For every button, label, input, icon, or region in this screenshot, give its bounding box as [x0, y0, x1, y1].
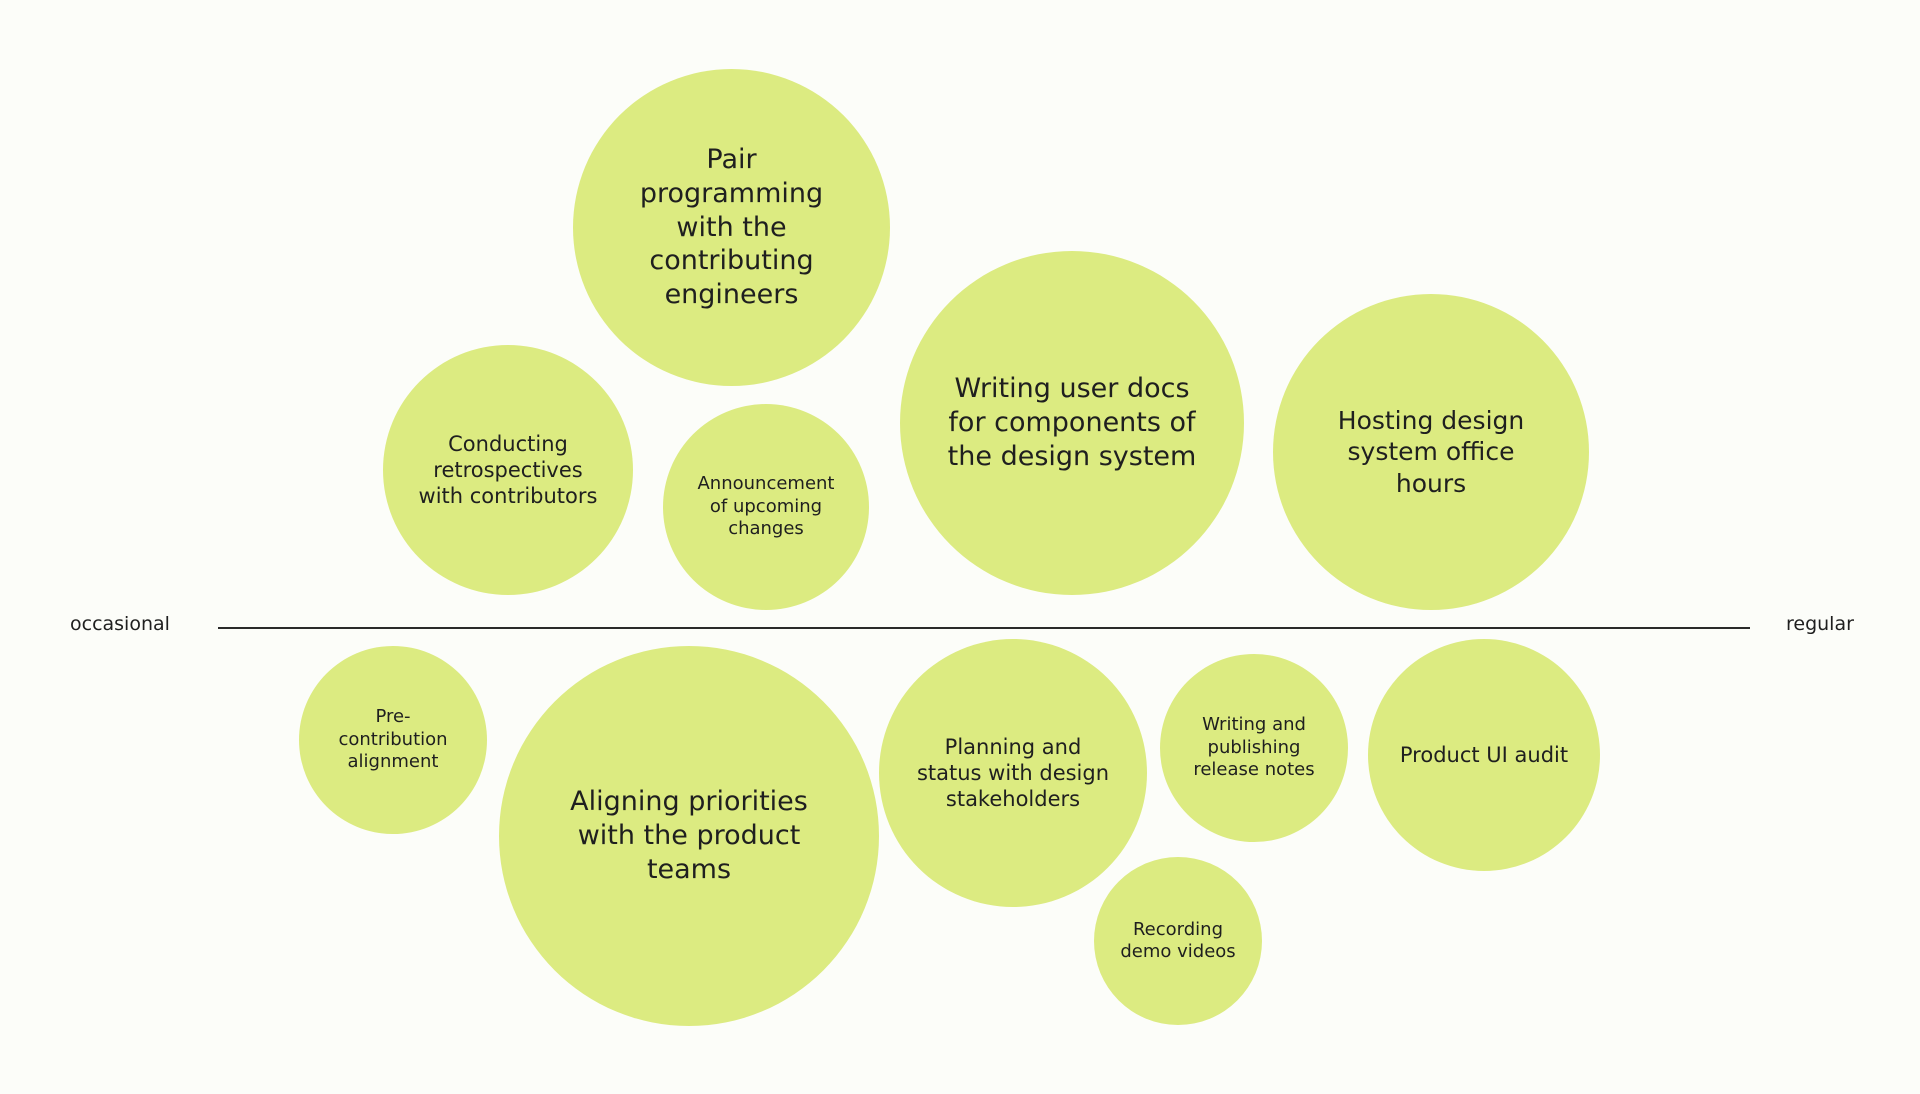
bubble-announcement-changes: Announcement of upcoming changes — [663, 404, 869, 610]
bubble-hosting-office-hours: Hosting design system office hours — [1273, 294, 1589, 610]
axis-label-occasional: occasional — [70, 613, 170, 635]
bubble-label: Product UI audit — [1399, 742, 1569, 767]
bubble-aligning-priorities: Aligning priorities with the product tea… — [499, 646, 879, 1026]
bubble-writing-user-docs: Writing user docs for components of the … — [900, 251, 1244, 595]
bubble-product-ui-audit: Product UI audit — [1368, 639, 1600, 871]
bubble-label: Announcement of upcoming changes — [697, 473, 835, 540]
bubble-recording-videos: Recording demo videos — [1094, 857, 1262, 1025]
bubble-label: Recording demo videos — [1120, 918, 1236, 963]
bubble-release-notes: Writing and publishing release notes — [1160, 654, 1348, 842]
bubble-label: Hosting design system office hours — [1337, 406, 1525, 498]
bubble-label: Conducting retrospectives with contribut… — [418, 431, 598, 509]
bubble-pre-contribution: Pre-contribution alignment — [299, 646, 487, 834]
bubble-label: Writing and publishing release notes — [1193, 714, 1315, 781]
bubble-pair-programming: Pair programming with the contributing e… — [573, 69, 890, 386]
bubble-planning-status: Planning and status with design stakehol… — [879, 639, 1147, 907]
bubble-label: Pre-contribution alignment — [338, 706, 448, 773]
frequency-axis-line — [218, 627, 1750, 629]
bubble-label: Aligning priorities with the product tea… — [570, 786, 808, 885]
bubble-label: Planning and status with design stakehol… — [916, 734, 1110, 812]
axis-label-regular: regular — [1786, 613, 1854, 635]
bubble-label: Writing user docs for components of the … — [947, 373, 1197, 472]
bubble-label: Pair programming with the contributing e… — [639, 144, 824, 311]
bubble-conducting-retrospectives: Conducting retrospectives with contribut… — [383, 345, 633, 595]
